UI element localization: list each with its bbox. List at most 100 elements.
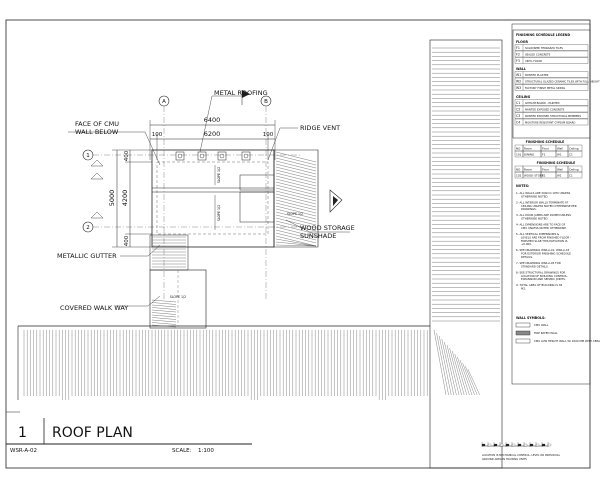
dim-6400: 6400 [204, 116, 221, 124]
grid-bubble-b: B [260, 95, 272, 300]
table-header-cell: Room [524, 167, 532, 171]
roof-vents [175, 151, 251, 161]
wall-symbol-item: FIRE RATED WALL [515, 330, 558, 336]
ceiling-item-code: C4 [516, 121, 520, 125]
slope-label-main: SLOPE 1/2 [217, 167, 221, 183]
table-header-cell: NO [516, 146, 521, 150]
sheet-border [5, 19, 591, 469]
ceiling-heading: CEILING [516, 95, 531, 99]
grid-bubble-2: 2 [82, 221, 300, 233]
leader-lines [68, 95, 350, 307]
wall-item-code: W3 [516, 86, 521, 90]
table-cell: W1 [557, 152, 562, 156]
legend-title: FINISHING SCHEDULE LEGEND [516, 33, 570, 37]
notes-section: NOTES: 1- ALL WALLS ARE 200mm CMU UNLESS… [516, 184, 577, 291]
drawing-number: 1 [18, 425, 27, 441]
wall-heading: WALL [516, 67, 526, 71]
drawing-title-block: 1 ROOF PLAN SCALE: 1:100 WSR-A-02 [6, 411, 252, 454]
floor-item-desc: VINYL FLOOR [525, 59, 542, 63]
label-face-of-cmu-1: FACE OF CMU [75, 120, 119, 128]
floor-heading: FLOOR [516, 40, 529, 44]
table-cell: W1 [557, 173, 562, 177]
table-header-cell: Wall [557, 167, 563, 171]
table-header-cell: Ceiling [569, 167, 579, 171]
floor-item-code: F1 [516, 46, 520, 50]
scale-bar-note-1: LOCATION IS MECHANICAL CONTROL, LEVEL OR… [482, 453, 561, 457]
drawing-title: ROOF PLAN [52, 425, 133, 441]
label-metallic-gutter: METALLIC GUTTER [57, 252, 117, 260]
wall-item-code: W1 [516, 73, 521, 77]
table-cell: 101 [516, 152, 522, 156]
wall-symbol-label: FIRE RATED WALL [534, 331, 558, 335]
sunshade-right [239, 149, 319, 248]
title-block-column [429, 39, 503, 469]
scale-bar-note-2: GROUND AREA IN HOUSING UNITS [482, 457, 527, 461]
scale-value: 1:100 [198, 448, 214, 454]
bottom-right-hatch [433, 329, 480, 396]
table-cell: WOOD STORE [524, 173, 544, 177]
bottom-elevation-strip [17, 325, 430, 400]
roof-plan: A B 1 2 6400 6200 [57, 89, 355, 329]
table1-title: FINISHING SCHEDULE [526, 140, 565, 144]
cmu-wall-outline [156, 161, 269, 235]
ceiling-item-row: C4 MOISTURE RESISTANT GYPSUM BOARD [514, 118, 589, 126]
dim-400-bottom: 400 [124, 235, 130, 246]
wall-symbol-label: CMU LOW HEIGHT WALL W/ 2000 MM WITH CERA… [534, 339, 600, 343]
slope-label-walkway: SLOPE 1/2 [170, 295, 186, 299]
dim-5000: 5000 [108, 190, 116, 207]
label-wood-storage-1: WOOD STORAGE [300, 224, 355, 232]
ceiling-item-desc: MOISTURE RESISTANT GYPSUM BOARD [525, 121, 575, 125]
table-cell: DINING [524, 152, 534, 156]
floor-item-code: F2 [516, 53, 520, 57]
schedule-panel [511, 23, 591, 385]
dim-400-top: 400 [124, 150, 130, 161]
main-roof-outline [151, 149, 275, 248]
grid-bubble-1: 1 [82, 149, 300, 161]
label-wood-storage-2: SUNSHADE [300, 232, 336, 240]
table2-title: FINISHING SCHEDULE [537, 161, 576, 165]
grid-label-a: A [162, 99, 166, 105]
label-face-of-cmu-2: WALL BELOW [75, 128, 119, 136]
table-cell: F2 [542, 173, 546, 177]
note-item: 5- ALL VERTICAL DIMENSIONS &LEVELS ARE F… [516, 232, 571, 246]
table-header-cell: Wall [557, 146, 563, 150]
table-cell: C1 [569, 173, 573, 177]
metallic-gutter-area [149, 234, 189, 271]
table-header-cell: Floor [542, 146, 550, 150]
ceiling-item-desc: GYPSUM BOARD - PAINTED [525, 101, 560, 105]
dim-4200: 4200 [121, 190, 129, 207]
wall-symbol-item: CMU WALL [515, 322, 549, 328]
ceiling-item-desc: PAINTED EXPOSED CONCRETE [525, 108, 565, 112]
slope-label-main-lower: SLOPE 1/2 [217, 205, 221, 221]
notes-heading: NOTES: [516, 184, 529, 188]
roof-vent [241, 151, 251, 161]
grid-bubble-a: A [158, 95, 170, 300]
graphic-scale-bar [481, 442, 552, 447]
label-metal-roofing: METAL ROOFING [214, 89, 268, 97]
label-ridge-vent: RIDGE VENT [300, 124, 340, 132]
direction-arrow-right [329, 189, 343, 213]
table-header-cell: Ceiling [569, 146, 579, 150]
grid-label-b: B [264, 99, 268, 105]
table-header-cell: Room [524, 146, 532, 150]
